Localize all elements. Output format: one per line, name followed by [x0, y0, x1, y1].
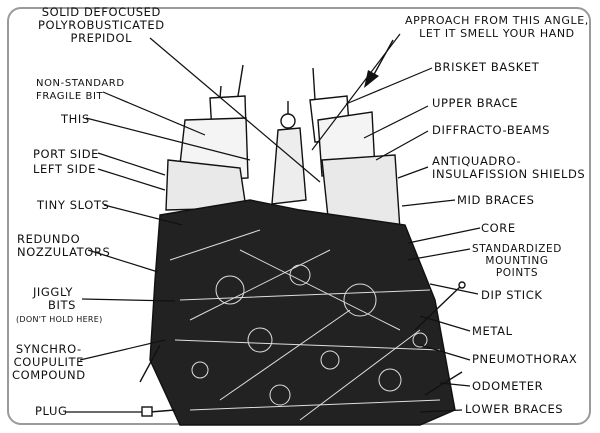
leader-upper-brace: [363, 105, 429, 139]
left-antenna: [237, 64, 244, 97]
label-jiggly-bits: JIGGLY BITS: [32, 285, 77, 312]
leader-dip-stick: [429, 283, 479, 295]
synchro-needle: [139, 344, 161, 383]
plug-cable: [149, 409, 176, 413]
label-dip-stick: DIP STICK: [481, 288, 543, 302]
left-antenna-2: [219, 85, 222, 99]
plug-head: [141, 406, 153, 417]
leader-this: [85, 117, 251, 161]
leader-left-side: [97, 168, 166, 191]
leader-odometer: [439, 382, 471, 387]
machine-body: [149, 64, 456, 426]
label-lower-braces: LOWER BRACES: [465, 402, 564, 416]
leader-mid-braces: [401, 199, 456, 207]
label-antiquadro: ANTIQUADRO- INSULAFISSION SHIELDS: [432, 154, 586, 181]
label-synchro: SYNCHRO- COUPULITE COMPOUND: [12, 342, 86, 382]
label-approach: APPROACH FROM THIS ANGLE, LET IT SMELL Y…: [405, 14, 589, 40]
label-core: CORE: [481, 221, 516, 235]
label-pneumothorax: PNEUMOTHORAX: [472, 352, 578, 366]
leader-redundo: [87, 249, 159, 273]
label-odometer: ODOMETER: [472, 379, 544, 393]
label-left-side: LEFT SIDE: [33, 162, 96, 176]
label-metal: METAL: [472, 324, 513, 338]
leader-diffracto: [375, 130, 429, 161]
leader-solid-defocused: [149, 37, 321, 183]
leader-jiggly: [81, 298, 176, 302]
leader-port-side: [97, 152, 166, 176]
label-brisket-basket: BRISKET BASKET: [434, 60, 540, 74]
label-solid-defocused: SOLID DEFOCUSED POLYROBUSTICATED PREPIDO…: [38, 5, 165, 45]
label-diffracto-beams: DIFFRACTO-BEAMS: [432, 123, 551, 137]
leader-antiquadro: [397, 166, 429, 179]
leader-brisket: [345, 67, 433, 105]
label-jiggly-note: (DON'T HOLD HERE): [16, 315, 103, 324]
label-redundo: REDUNDO NOZZULATORS: [17, 232, 111, 259]
leader-synchro: [79, 339, 166, 361]
label-upper-brace: UPPER BRACE: [432, 96, 519, 110]
label-plug: PLUG: [35, 404, 68, 418]
label-non-standard: NON-STANDARD FRAGILE BIT: [36, 78, 125, 102]
center-column: [271, 127, 307, 205]
label-this: THIS: [61, 112, 90, 126]
approach-arrow-icon: [364, 39, 394, 88]
center-gauge: [280, 113, 296, 129]
leader-core: [407, 227, 481, 244]
label-mid-braces: MID BRACES: [457, 193, 535, 207]
label-tiny-slots: TINY SLOTS: [37, 198, 110, 212]
dip-stick-rod: [414, 284, 463, 331]
leader-tiny-slots: [103, 204, 183, 226]
label-port-side: PORT SIDE: [33, 147, 100, 161]
leader-pneumothorax: [419, 344, 471, 361]
core-mass: [149, 199, 456, 426]
leader-lower-braces: [419, 409, 463, 413]
leader-non-standard: [102, 91, 206, 136]
label-standardized: STANDARDIZED MOUNTING POINTS: [472, 243, 562, 279]
leader-standardized: [407, 248, 471, 261]
leader-metal: [419, 315, 471, 332]
machine-detail: [169, 229, 441, 421]
right-antenna: [312, 67, 316, 101]
